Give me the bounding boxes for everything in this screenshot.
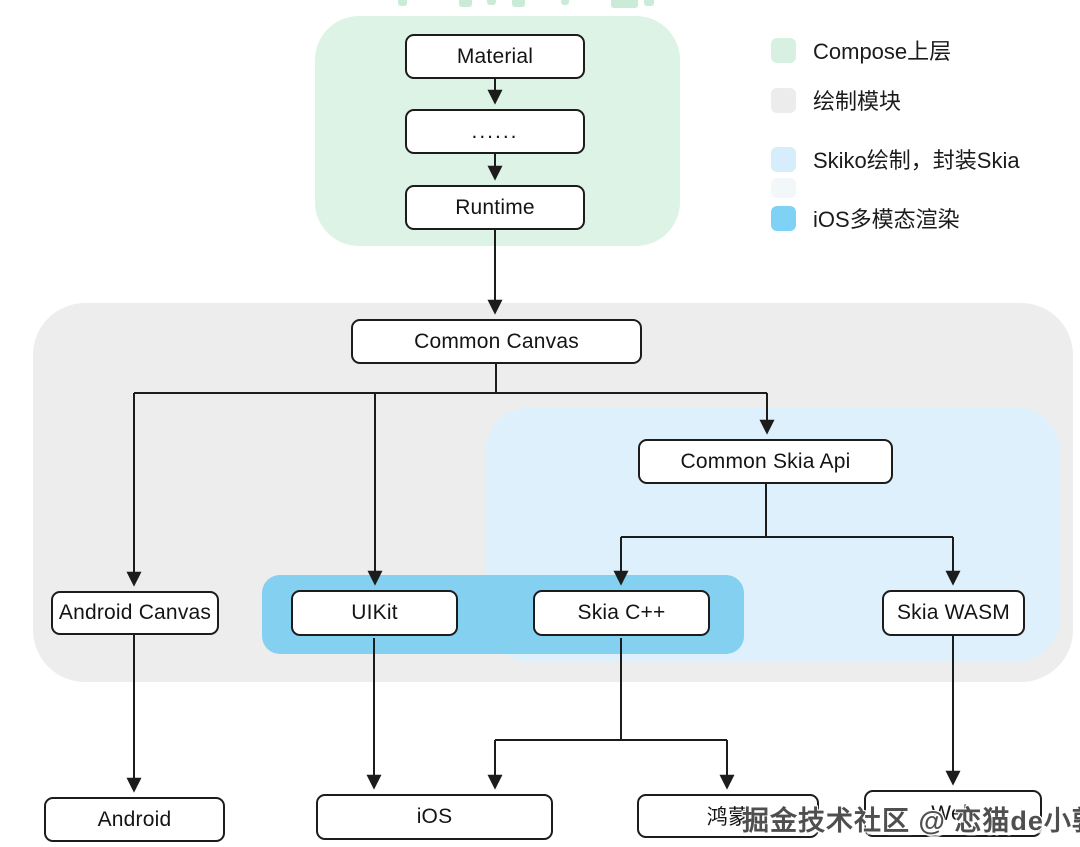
legend-swatch-faint-artifact xyxy=(771,178,796,198)
legend-swatch-gray xyxy=(771,87,796,113)
legend-item-compose-upper: Compose上层 xyxy=(771,37,952,64)
watermark-text: 掘金技术社区 @ 恋猫de小郭 xyxy=(742,806,1080,836)
legend-swatch-lightblue xyxy=(771,146,796,172)
legend-item-skiko: Skiko绘制，封装Skia xyxy=(771,146,1020,173)
cropped-text-artifact xyxy=(398,0,407,6)
cropped-text-artifact xyxy=(611,0,638,8)
legend-item-ios-multimodal: iOS多模态渲染 xyxy=(771,205,960,232)
node-uikit: UIKit xyxy=(291,590,458,636)
node-common-canvas: Common Canvas xyxy=(351,319,642,364)
cropped-text-artifact xyxy=(561,0,569,5)
node-ellipsis: ...... xyxy=(405,109,585,154)
node-android: Android xyxy=(44,797,225,842)
legend-swatch-blue xyxy=(771,205,796,231)
cropped-text-artifact xyxy=(459,0,472,7)
connector-common-skia-split xyxy=(621,484,953,538)
legend-swatch-green xyxy=(771,37,796,63)
legend-label: Compose上层 xyxy=(813,39,952,64)
legend-item-draw-module: 绘制模块 xyxy=(771,87,902,114)
cropped-text-artifact xyxy=(644,0,654,6)
legend-label: iOS多模态渲染 xyxy=(813,207,960,232)
legend-label: 绘制模块 xyxy=(813,89,902,114)
node-ios: iOS xyxy=(316,794,553,840)
connector-common-canvas-split xyxy=(134,364,767,394)
node-skia-cpp: Skia C++ xyxy=(533,590,710,636)
node-web: Web xyxy=(864,790,1042,837)
connector-skia-cpp-split xyxy=(495,638,727,741)
node-material: Material xyxy=(405,34,585,79)
cropped-text-artifact xyxy=(512,0,525,7)
node-harmony: 鸿蒙 xyxy=(637,794,819,838)
node-common-skia-api: Common Skia Api xyxy=(638,439,893,484)
node-skia-wasm: Skia WASM xyxy=(882,590,1025,636)
legend-label: Skiko绘制，封装Skia xyxy=(813,148,1020,173)
cropped-text-artifact xyxy=(487,0,496,5)
node-android-canvas: Android Canvas xyxy=(51,591,219,635)
node-runtime: Runtime xyxy=(405,185,585,230)
